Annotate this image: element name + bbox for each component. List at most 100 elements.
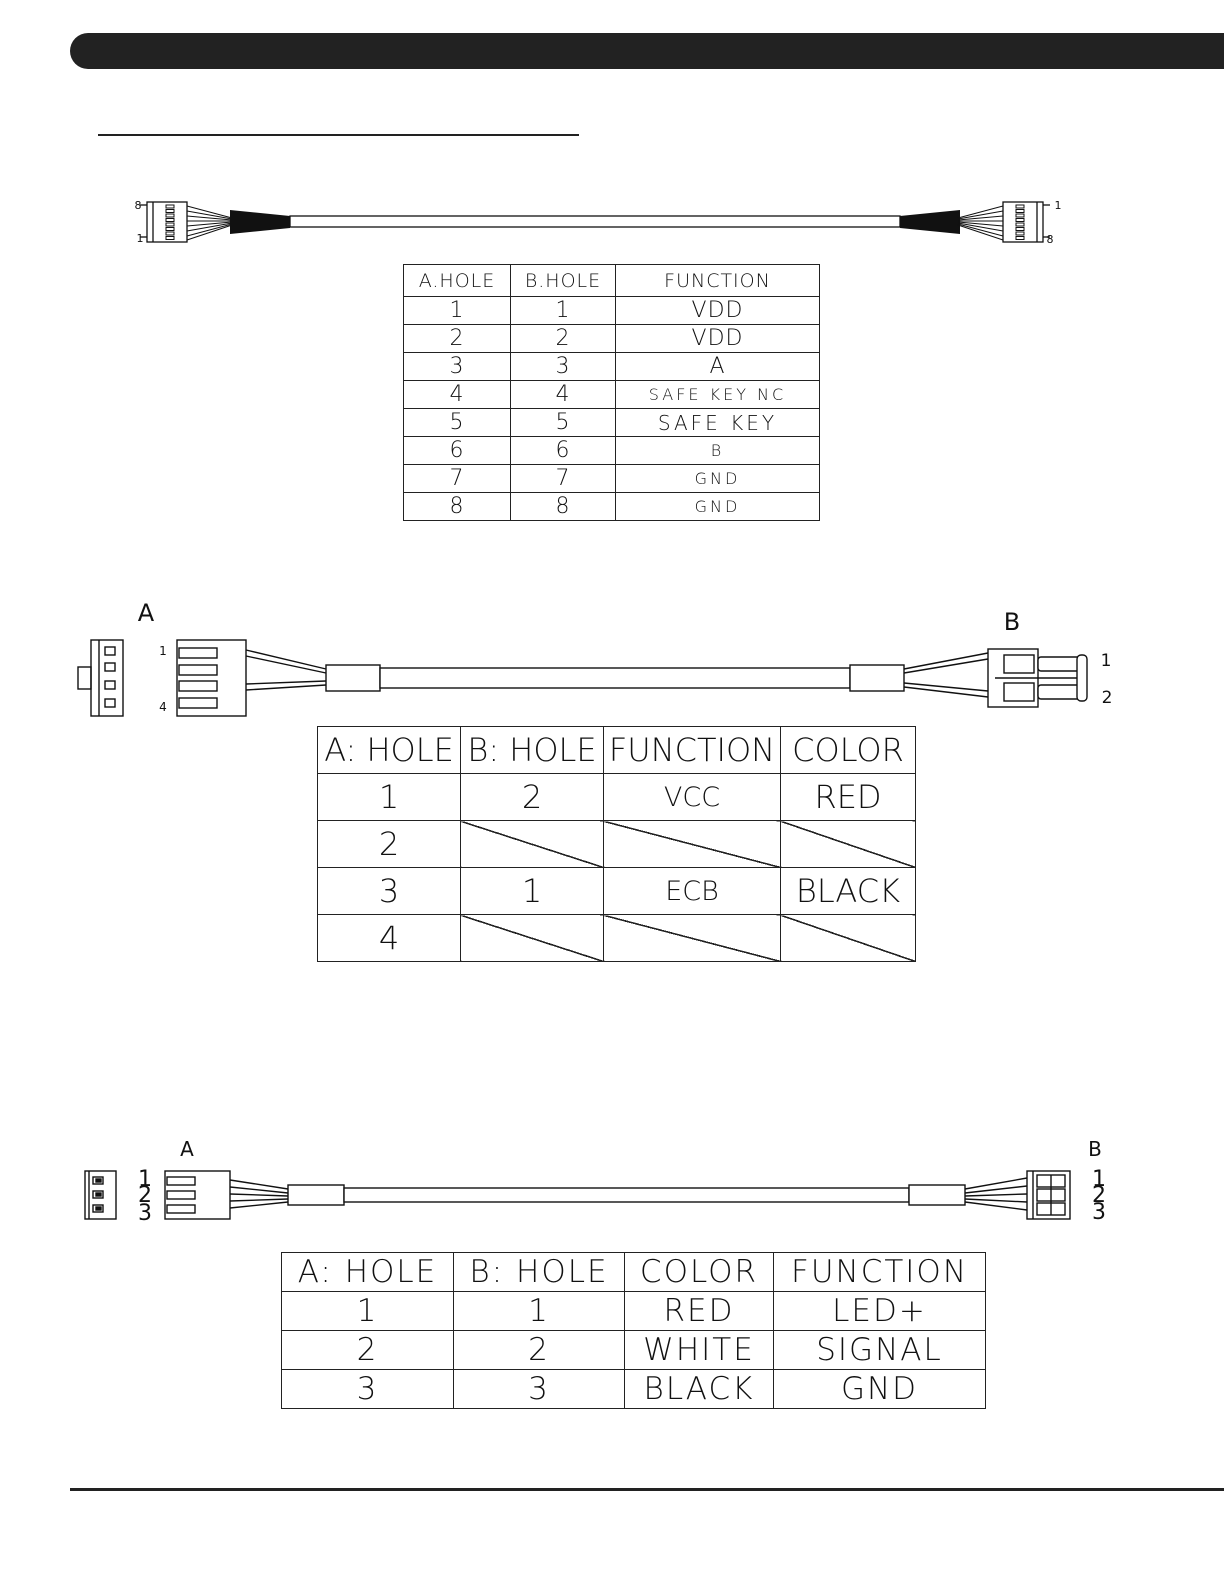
header-bar: [70, 33, 1224, 69]
header-cell: COLOR: [625, 1253, 774, 1292]
table-cell: 3: [454, 1370, 625, 1409]
table-cell: 6: [404, 437, 511, 465]
not-applicable-cell: [461, 821, 604, 868]
cable2-a-pin-bottom-label: 4: [159, 700, 167, 714]
cable1-left-pin-top-label: 8: [135, 199, 142, 212]
cable1-drawing: 8 1 1 8: [130, 190, 1070, 250]
header-cell: A: HOLE: [318, 727, 461, 774]
title-underline: [98, 134, 579, 136]
table-cell: 7: [511, 465, 616, 493]
table-cell: GND: [774, 1370, 986, 1409]
table-row: 1 1 RED LED+: [282, 1292, 986, 1331]
table-row: 3 3 BLACK GND: [282, 1370, 986, 1409]
table-row: 2: [318, 821, 916, 868]
table-row: 4 4 SAFE KEY NC: [404, 381, 820, 409]
header-cell: A: HOLE: [282, 1253, 454, 1292]
cable2-b-pin-bottom-label: 2: [1102, 688, 1113, 708]
table-row: 5 5 SAFE KEY: [404, 409, 820, 437]
table-cell: 2: [454, 1331, 625, 1370]
cable3-a-pin-label: 3: [138, 1201, 152, 1226]
table-cell: A: [616, 353, 820, 381]
table-row: 1 1 VDD: [404, 297, 820, 325]
header-cell: B: HOLE: [461, 727, 604, 774]
header-cell: FUNCTION: [604, 727, 781, 774]
table-cell: 1: [282, 1292, 454, 1331]
table-cell: SAFE KEY NC: [616, 381, 820, 409]
table-cell: BLACK: [625, 1370, 774, 1409]
table-cell: 4: [404, 381, 511, 409]
table-cell: 3: [318, 868, 461, 915]
table-cell: VCC: [604, 774, 781, 821]
table-cell: 7: [404, 465, 511, 493]
table-cell: RED: [781, 774, 916, 821]
table-cell: 3: [282, 1370, 454, 1409]
table-cell: 3: [404, 353, 511, 381]
table-cell: GND: [616, 493, 820, 521]
cable1-left-pin-bottom-label: 1: [137, 232, 144, 245]
table-cell: GND: [616, 465, 820, 493]
header-cell: B.HOLE: [511, 265, 616, 297]
cable2-b-pin-top-label: 1: [1101, 651, 1112, 671]
table-row: 1 2 VCC RED: [318, 774, 916, 821]
cable3-end-b-label: B: [1088, 1137, 1102, 1161]
table-cell: 1: [461, 868, 604, 915]
not-applicable-cell: [781, 821, 916, 868]
footer-rule: [70, 1488, 1224, 1491]
table-row: 2 2 WHITE SIGNAL: [282, 1331, 986, 1370]
table-row: 7 7 GND: [404, 465, 820, 493]
cable2-a-pin-top-label: 1: [159, 644, 167, 658]
table-cell: 1: [318, 774, 461, 821]
table-cell: SIGNAL: [774, 1331, 986, 1370]
table-cell: 2: [511, 325, 616, 353]
cable1-right-pin-bottom-label: 8: [1047, 233, 1054, 246]
table-cell: 2: [404, 325, 511, 353]
header-cell: A.HOLE: [404, 265, 511, 297]
table-cell: VDD: [616, 325, 820, 353]
header-cell: FUNCTION: [774, 1253, 986, 1292]
cable1-pinout-table: A.HOLE B.HOLE FUNCTION 1 1 VDD 2 2 VDD 3…: [403, 264, 820, 521]
table-row: 4: [318, 915, 916, 962]
table-cell: 2: [282, 1331, 454, 1370]
table-cell: 1: [454, 1292, 625, 1331]
table-header-row: A: HOLE B: HOLE FUNCTION COLOR: [318, 727, 916, 774]
cable3-end-a-label: A: [180, 1137, 194, 1161]
table-cell: LED+: [774, 1292, 986, 1331]
cable1-right-pin-top-label: 1: [1055, 199, 1062, 212]
table-cell: SAFE KEY: [616, 409, 820, 437]
table-cell: 8: [404, 493, 511, 521]
table-cell: 4: [318, 915, 461, 962]
table-cell: RED: [625, 1292, 774, 1331]
cable3-b-pin-label: 3: [1092, 1200, 1106, 1225]
header-cell: COLOR: [781, 727, 916, 774]
table-cell: 5: [404, 409, 511, 437]
cable2-pinout-table: A: HOLE B: HOLE FUNCTION COLOR 1 2 VCC R…: [317, 726, 916, 962]
table-row: 3 3 A: [404, 353, 820, 381]
table-cell: 5: [511, 409, 616, 437]
not-applicable-cell: [781, 915, 916, 962]
table-cell: 2: [318, 821, 461, 868]
table-row: 3 1 ECB BLACK: [318, 868, 916, 915]
cable2-end-b-label: B: [1004, 608, 1020, 636]
table-cell: 1: [511, 297, 616, 325]
table-cell: 8: [511, 493, 616, 521]
not-applicable-cell: [461, 915, 604, 962]
table-cell: 4: [511, 381, 616, 409]
table-cell: 2: [461, 774, 604, 821]
table-header-row: A.HOLE B.HOLE FUNCTION: [404, 265, 820, 297]
cable2-drawing: A B 1 4 1 2: [60, 595, 1130, 720]
table-row: 8 8 GND: [404, 493, 820, 521]
not-applicable-cell: [604, 915, 781, 962]
table-row: 6 6 B: [404, 437, 820, 465]
table-cell: 6: [511, 437, 616, 465]
table-cell: BLACK: [781, 868, 916, 915]
header-cell: FUNCTION: [616, 265, 820, 297]
header-cell: B: HOLE: [454, 1253, 625, 1292]
table-cell: 1: [404, 297, 511, 325]
table-cell: WHITE: [625, 1331, 774, 1370]
cable3-drawing: A B 1 2 3 1 2 3: [70, 1130, 1130, 1230]
table-row: 2 2 VDD: [404, 325, 820, 353]
cable3-pinout-table: A: HOLE B: HOLE COLOR FUNCTION 1 1 RED L…: [281, 1252, 986, 1409]
table-cell: ECB: [604, 868, 781, 915]
not-applicable-cell: [604, 821, 781, 868]
table-cell: 3: [511, 353, 616, 381]
